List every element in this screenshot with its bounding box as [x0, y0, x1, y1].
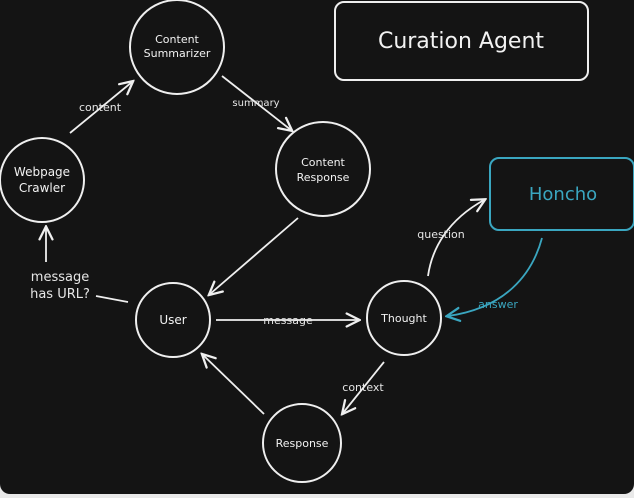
content-summarizer-label-2: Summarizer	[144, 47, 211, 60]
edge-honcho-to-thought	[448, 237, 543, 316]
edge-label-message-2: message	[263, 314, 313, 327]
edge-label-has-url: has URL?	[30, 287, 90, 302]
edge-label-summary: summary	[232, 98, 279, 109]
edge-crawler-to-summarizer	[69, 82, 132, 134]
title-box: Curation Agent	[334, 1, 589, 81]
webpage-crawler-node: Webpage Crawler	[0, 137, 85, 223]
edge-content-response-to-user	[210, 217, 299, 294]
response-label: Response	[276, 437, 329, 450]
edge-summarizer-to-content-response	[221, 75, 291, 130]
content-response-node: Content Response	[275, 121, 371, 217]
thought-label: Thought	[380, 312, 427, 325]
content-response-label-1: Content	[301, 156, 345, 169]
thought-node: Thought	[366, 280, 442, 356]
edge-label-message: message	[31, 270, 89, 285]
edge-thought-to-honcho	[427, 200, 484, 277]
content-summarizer-label-1: Content	[155, 33, 199, 46]
edge-label-question: question	[417, 228, 465, 241]
edge-label-answer: answer	[478, 298, 518, 311]
edge-thought-to-response	[343, 361, 385, 413]
response-node: Response	[262, 403, 342, 483]
user-label: User	[159, 313, 186, 327]
edge-user-to-crawler	[95, 295, 129, 303]
edge-label-content: content	[79, 101, 122, 114]
content-summarizer-node: Content Summarizer	[129, 0, 225, 95]
edge-label-context: context	[342, 381, 384, 394]
webpage-crawler-label-1: Webpage	[14, 165, 70, 179]
honcho-node: Honcho	[489, 157, 634, 231]
webpage-crawler-label-2: Crawler	[19, 181, 65, 195]
honcho-label: Honcho	[529, 184, 597, 205]
edge-response-to-user	[203, 355, 265, 415]
user-node: User	[135, 282, 211, 358]
diagram-title: Curation Agent	[378, 29, 544, 54]
content-response-label-2: Response	[297, 171, 350, 184]
